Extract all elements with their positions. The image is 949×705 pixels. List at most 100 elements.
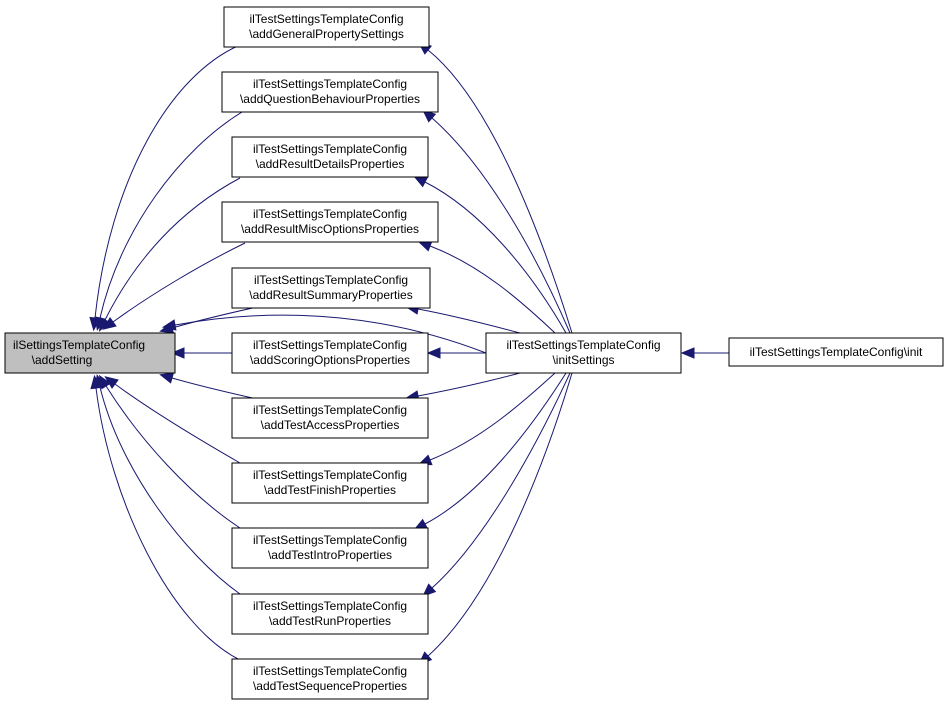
node-label-line2: \addSetting — [32, 353, 93, 367]
node-box[interactable] — [231, 462, 429, 504]
node-init[interactable]: ilTestSettingsTemplateConfig\init — [728, 337, 944, 367]
edge-line — [99, 111, 243, 319]
edge-line — [104, 177, 241, 321]
edge-line — [171, 377, 258, 400]
edge-line — [174, 314, 487, 354]
node-box[interactable] — [485, 332, 682, 374]
node-label-line2: \initSettings — [552, 353, 614, 367]
node-label-line2: \addTestAccessProperties — [261, 418, 400, 432]
edge-line — [112, 242, 246, 323]
edge-line — [171, 306, 258, 329]
edge-initSettings-to-addSetting — [161, 314, 487, 354]
node-box[interactable] — [221, 71, 439, 113]
edge-initSettings-to-tr — [422, 372, 571, 597]
edge-rm-to-addSetting — [102, 242, 246, 330]
node-qb[interactable]: ilTestSettingsTemplateConfig\addQuestion… — [221, 71, 439, 113]
edge-initSettings-to-ta — [404, 372, 521, 402]
edge-arrowhead — [161, 319, 177, 331]
edge-line — [431, 117, 571, 334]
edge-init-to-initSettings — [680, 347, 729, 359]
edge-initSettings-to-ti — [413, 372, 567, 531]
node-label-line2: \addGeneralPropertySettings — [249, 27, 404, 41]
node-rs[interactable]: ilTestSettingsTemplateConfig\addResultSu… — [231, 267, 431, 309]
node-label-line2: \addTestFinishProperties — [264, 483, 396, 497]
node-label-line1: ilTestSettingsTemplateConfig — [254, 273, 408, 287]
edge-arrowhead — [413, 175, 429, 188]
edges-layer — [89, 41, 729, 665]
node-label-line2: \addTestRunProperties — [269, 614, 391, 628]
edge-arrowhead — [422, 583, 437, 597]
node-label-line1: ilTestSettingsTemplateConfig — [253, 142, 407, 156]
node-box[interactable] — [231, 136, 429, 178]
node-gen[interactable]: ilTestSettingsTemplateConfig\addGeneralP… — [223, 6, 430, 48]
node-box[interactable] — [223, 6, 430, 48]
node-label-line1: ilSettingsTemplateConfig — [13, 338, 145, 352]
node-so[interactable]: ilTestSettingsTemplateConfig\addScoringO… — [231, 332, 429, 374]
edge-line — [427, 372, 573, 657]
node-label-line1: ilTestSettingsTemplateConfig — [253, 599, 407, 613]
node-box[interactable] — [231, 397, 429, 439]
edge-line — [95, 387, 241, 661]
node-box[interactable] — [231, 332, 429, 374]
node-label-line2: \addScoringOptionsProperties — [250, 353, 410, 367]
edge-line — [114, 383, 241, 464]
node-box[interactable] — [728, 337, 944, 367]
edge-arrowhead — [102, 317, 117, 330]
edge-ti-to-addSetting — [98, 374, 241, 529]
node-rd[interactable]: ilTestSettingsTemplateConfig\addResultDe… — [231, 136, 429, 178]
node-label-line2: \addQuestionBehaviourProperties — [240, 92, 420, 106]
edge-ts-to-addSetting — [90, 374, 241, 661]
edge-line — [417, 372, 521, 397]
edge-initSettings-to-gen — [417, 41, 573, 334]
edge-ta-to-addSetting — [159, 372, 258, 400]
node-box[interactable] — [4, 332, 176, 374]
node-rm[interactable]: ilTestSettingsTemplateConfig\addResultMi… — [221, 201, 439, 243]
node-tr[interactable]: ilTestSettingsTemplateConfig\addTestRunP… — [231, 593, 429, 635]
edge-line — [427, 49, 573, 334]
node-label-line1: ilTestSettingsTemplateConfig — [253, 77, 407, 91]
node-tf[interactable]: ilTestSettingsTemplateConfig\addTestFini… — [231, 462, 429, 504]
edge-line — [424, 181, 567, 334]
node-label-line1: ilTestSettingsTemplateConfig\init — [750, 345, 923, 359]
edge-line — [99, 386, 241, 595]
node-label-line2: \addTestIntroProperties — [268, 548, 392, 562]
node-box[interactable] — [231, 267, 431, 309]
edge-line — [429, 245, 556, 334]
node-box[interactable] — [231, 527, 429, 569]
node-label-line1: ilTestSettingsTemplateConfig — [249, 12, 403, 26]
edge-arrowhead — [680, 347, 695, 359]
edge-so-to-addSetting — [170, 347, 232, 359]
edge-tr-to-addSetting — [94, 374, 241, 595]
edge-arrowhead — [159, 372, 175, 384]
node-ts[interactable]: ilTestSettingsTemplateConfig\addTestSequ… — [231, 658, 429, 700]
node-addSetting[interactable]: ilSettingsTemplateConfig\addSetting — [4, 332, 176, 374]
edge-line — [431, 372, 571, 589]
node-label-line1: ilTestSettingsTemplateConfig — [253, 207, 407, 221]
edge-line — [94, 44, 241, 319]
node-label-line1: ilTestSettingsTemplateConfig — [253, 468, 407, 482]
node-label-line2: \addResultSummaryProperties — [249, 288, 412, 302]
edge-tf-to-addSetting — [104, 376, 241, 464]
edge-arrowhead — [90, 374, 102, 390]
node-label-line1: ilTestSettingsTemplateConfig — [253, 664, 407, 678]
node-box[interactable] — [221, 201, 439, 243]
node-box[interactable] — [231, 658, 429, 700]
node-label-line1: ilTestSettingsTemplateConfig — [253, 533, 407, 547]
edge-arrowhead — [426, 347, 441, 359]
edge-line — [417, 308, 521, 334]
edge-initSettings-to-rd — [413, 175, 567, 334]
edge-line — [424, 372, 567, 525]
node-ti[interactable]: ilTestSettingsTemplateConfig\addTestIntr… — [231, 527, 429, 569]
node-label-line1: ilTestSettingsTemplateConfig — [506, 338, 660, 352]
edge-line — [105, 385, 241, 529]
node-label-line2: \addResultDetailsProperties — [256, 157, 405, 171]
edge-initSettings-to-so — [426, 347, 486, 359]
edge-arrowhead — [170, 347, 185, 359]
edge-initSettings-to-rm — [417, 240, 556, 334]
node-label-line1: ilTestSettingsTemplateConfig — [253, 403, 407, 417]
node-box[interactable] — [231, 593, 429, 635]
node-ta[interactable]: ilTestSettingsTemplateConfig\addTestAcce… — [231, 397, 429, 439]
node-initSettings[interactable]: ilTestSettingsTemplateConfig\initSetting… — [485, 332, 682, 374]
nodes-layer: ilSettingsTemplateConfig\addSetting ilTes… — [4, 6, 944, 700]
